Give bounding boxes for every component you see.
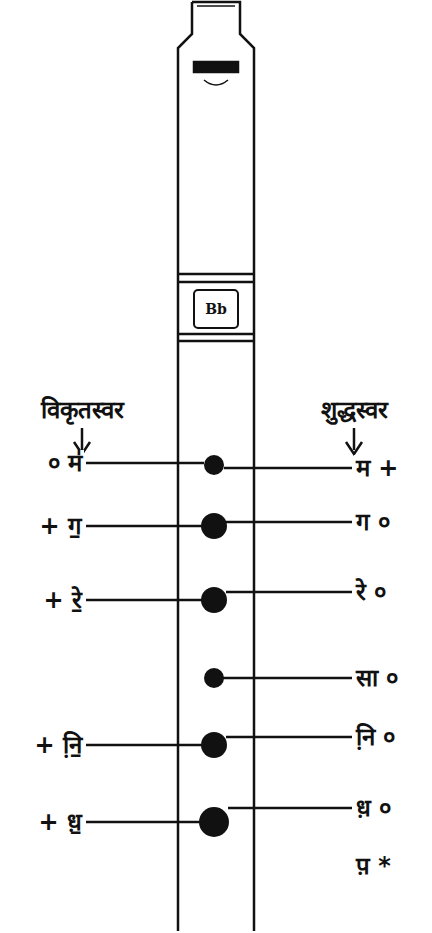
note-label: + ग॒ — [38, 513, 84, 539]
note-label: सा ० — [354, 665, 400, 691]
note-label: + ध़॒ — [37, 809, 84, 835]
note-label: ग ० — [354, 509, 392, 535]
note-label: + नि़॒ — [33, 732, 84, 758]
note-label: ० म॑ — [46, 450, 84, 476]
column-heading: शुद्धस्वर — [319, 397, 390, 423]
note-label: नि़ ० — [354, 724, 397, 750]
key-band-box: Bb — [193, 289, 239, 329]
note-label: ध़ ० — [354, 795, 393, 821]
note-label: म + — [354, 455, 400, 481]
note-label: + रे॒ — [42, 587, 84, 613]
column-heading: विकृतस्वर — [39, 397, 126, 423]
key-label: Bb — [205, 301, 227, 317]
note-label: रे ० — [354, 579, 388, 605]
note-label: प़ * — [354, 853, 393, 879]
